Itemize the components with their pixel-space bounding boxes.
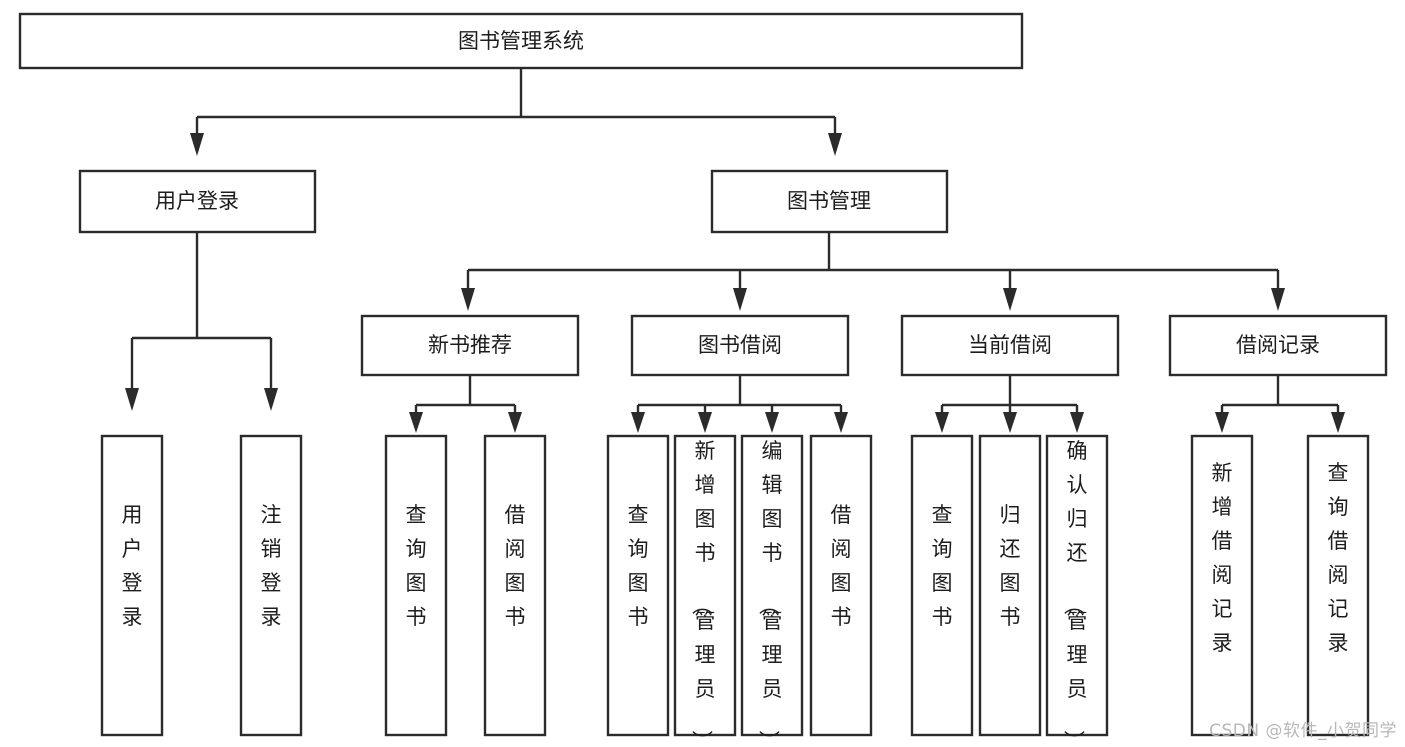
leaf-borrow-record-query[interactable]: 查询借阅记录 [1306,434,1370,737]
node-borrow-record-box [1168,314,1388,377]
leaf-label: 查询图书 [628,503,649,629]
leaf-box [1306,434,1370,737]
leaf-user-login-login[interactable]: 用户登录 [100,434,164,737]
leaf-label: 查询图书 [932,503,953,629]
leaf-box [978,434,1042,737]
node-root-box [18,12,1024,70]
leaf-book-borrow-query[interactable]: 查询图书 [606,434,670,737]
leaf-box [673,434,737,737]
connector-bookmgmt-to-level3 [461,232,1285,311]
node-new-book-recommend-box [360,314,580,377]
leaf-label: 查询借阅记录 [1328,461,1349,655]
connector-bookborrow-to-leaves [631,375,848,433]
leaf-current-borrow-query[interactable]: 查询图书 [910,434,974,737]
leaf-label: 新增借阅记录 [1212,461,1233,655]
leaf-box [239,434,303,737]
leaf-box [100,434,164,737]
connector-newbook-to-leaves [409,375,522,433]
leaf-label: 用户登录 [122,503,143,629]
leaf-box [740,434,804,737]
leaf-new-book-query[interactable]: 查询图书 [384,434,448,737]
node-borrow-record-label: 借阅记录 [1236,333,1320,357]
node-current-borrow[interactable]: 当前借阅 [900,314,1120,377]
leaf-label: 借阅图书 [505,503,526,629]
node-user-login[interactable]: 用户登录 [78,169,317,234]
leaf-current-borrow-confirm[interactable]: 确认归还（管理员） [1045,434,1109,747]
node-book-borrow-label: 图书借阅 [698,333,782,357]
leaf-box [384,434,448,737]
connector-borrowrecord-to-leaves [1215,375,1345,433]
node-user-login-label: 用户登录 [155,189,239,213]
node-book-borrow-box [630,314,850,377]
leaf-new-book-borrow[interactable]: 借阅图书 [483,434,547,737]
leaf-box [910,434,974,737]
connector-root-to-level2 [190,68,842,156]
node-new-book-recommend[interactable]: 新书推荐 [360,314,580,377]
leaf-label: 注销登录 [261,503,282,629]
node-book-management-box [710,169,949,234]
node-current-borrow-box [900,314,1120,377]
node-book-borrow[interactable]: 图书借阅 [630,314,850,377]
node-root-label: 图书管理系统 [458,29,584,53]
leaf-label: 新增图书（管理员） [690,439,716,747]
node-new-book-recommend-label: 新书推荐 [428,333,512,357]
leaf-book-borrow-add[interactable]: 新增图书（管理员） [673,434,737,747]
leaf-borrow-record-add[interactable]: 新增借阅记录 [1190,434,1254,737]
leaf-box [1190,434,1254,737]
leaf-label: 编辑图书（管理员） [757,439,783,747]
leaf-label: 查询图书 [406,503,427,629]
connector-currentborrow-to-leaves [935,375,1084,433]
leaf-book-borrow-edit[interactable]: 编辑图书（管理员） [740,434,804,747]
leaf-label: 归还图书 [1000,503,1021,629]
leaf-user-login-logout[interactable]: 注销登录 [239,434,303,737]
connector-userlogin-to-leaves [125,232,278,411]
leaf-box [483,434,547,737]
node-book-management[interactable]: 图书管理 [710,169,949,234]
leaf-label: 借阅图书 [831,503,852,629]
leaf-label: 确认归还（管理员） [1062,439,1088,747]
node-current-borrow-label: 当前借阅 [968,333,1052,357]
node-user-login-box [78,169,317,234]
csdn-watermark: CSDN @软件_小贺同学 [1209,721,1397,741]
leaf-box [1045,434,1109,737]
node-borrow-record[interactable]: 借阅记录 [1168,314,1388,377]
leaf-book-borrow-borrow[interactable]: 借阅图书 [809,434,873,737]
leaf-box [809,434,873,737]
leaf-box [606,434,670,737]
node-root-system[interactable]: 图书管理系统 [18,12,1024,70]
node-book-management-label: 图书管理 [787,189,871,213]
leaf-current-borrow-return[interactable]: 归还图书 [978,434,1042,737]
